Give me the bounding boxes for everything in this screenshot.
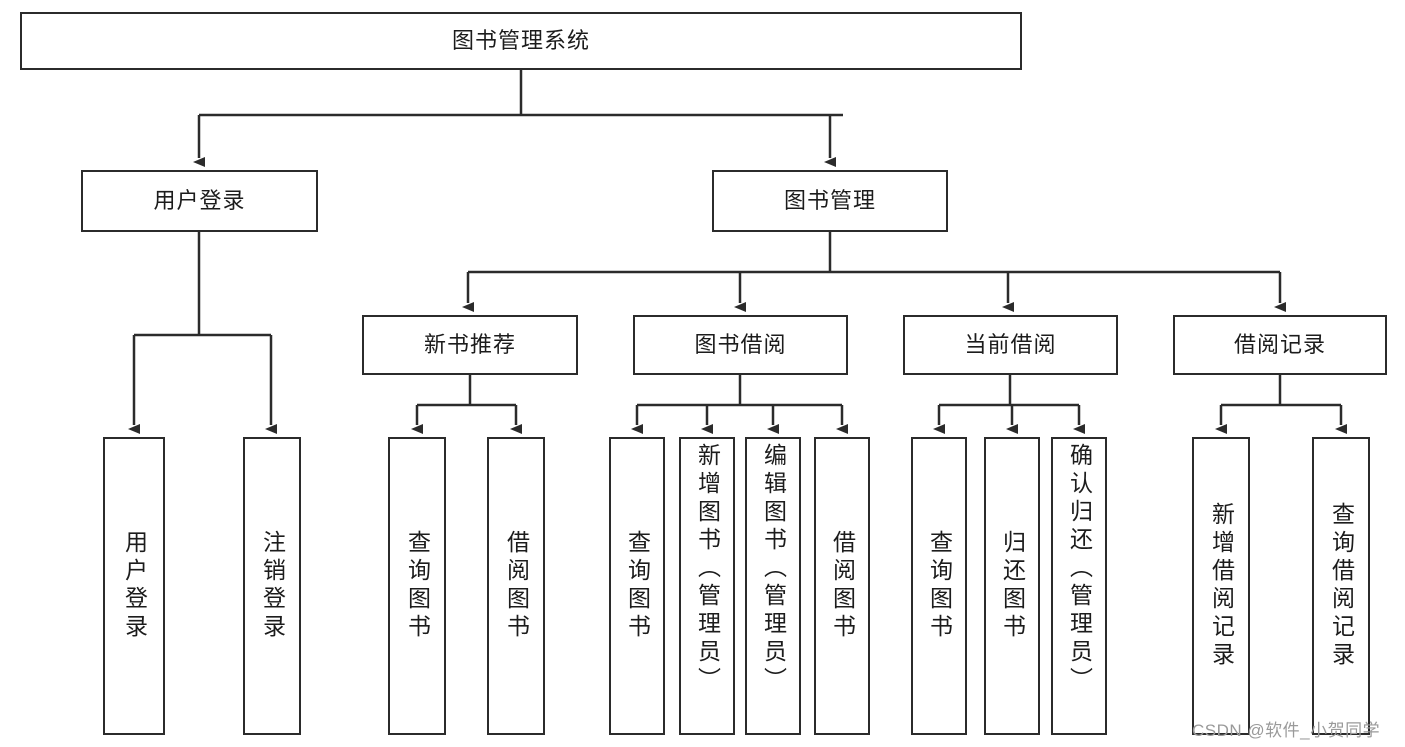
node-leaf-add-borrow-record[interactable]: 新增借阅记录 xyxy=(1192,437,1250,735)
node-label: 查询图书 xyxy=(926,530,953,642)
node-leaf-query-book-1[interactable]: 查询图书 xyxy=(388,437,446,735)
node-label: 归还图书 xyxy=(999,530,1026,642)
node-leaf-edit-book[interactable]: 编辑图书（管理员） xyxy=(745,437,801,735)
node-leaf-query-book-3[interactable]: 查询图书 xyxy=(911,437,967,735)
node-borrow-record[interactable]: 借阅记录 xyxy=(1173,315,1387,375)
node-leaf-confirm-return[interactable]: 确认归还（管理员） xyxy=(1051,437,1107,735)
node-leaf-query-book-2[interactable]: 查询图书 xyxy=(609,437,665,735)
node-leaf-user-login[interactable]: 用户登录 xyxy=(103,437,165,735)
node-label: 查询图书 xyxy=(404,530,431,642)
node-label: 图书借阅 xyxy=(694,331,787,357)
node-leaf-query-borrow-record[interactable]: 查询借阅记录 xyxy=(1312,437,1370,735)
node-label: 借阅记录 xyxy=(1233,331,1326,357)
node-current-borrow[interactable]: 当前借阅 xyxy=(903,315,1118,375)
node-new-book-recommend[interactable]: 新书推荐 xyxy=(362,315,578,375)
node-label: 用户登录 xyxy=(153,187,246,213)
node-leaf-logout[interactable]: 注销登录 xyxy=(243,437,301,735)
node-label: 图书管理 xyxy=(783,187,876,213)
node-label: 查询借阅记录 xyxy=(1328,502,1355,670)
node-label: 新书推荐 xyxy=(423,331,516,357)
node-label: 新增借阅记录 xyxy=(1208,502,1235,670)
node-book-management[interactable]: 图书管理 xyxy=(712,170,948,232)
node-label: 查询图书 xyxy=(624,530,651,642)
node-leaf-add-book[interactable]: 新增图书（管理员） xyxy=(679,437,735,735)
csdn-watermark: CSDN @软件_小贺同学 xyxy=(1192,721,1381,740)
node-book-management-system[interactable]: 图书管理系统 xyxy=(20,12,1022,70)
node-label: 编辑图书（管理员） xyxy=(760,443,787,695)
node-leaf-return-book[interactable]: 归还图书 xyxy=(984,437,1040,735)
node-label: 注销登录 xyxy=(259,530,286,642)
node-label: 借阅图书 xyxy=(503,530,530,642)
node-leaf-borrow-book-2[interactable]: 借阅图书 xyxy=(814,437,870,735)
node-label: 图书管理系统 xyxy=(451,27,590,53)
node-label: 借阅图书 xyxy=(829,530,856,642)
node-label: 当前借阅 xyxy=(964,331,1057,357)
node-book-borrow[interactable]: 图书借阅 xyxy=(633,315,848,375)
node-user-login[interactable]: 用户登录 xyxy=(81,170,318,232)
node-label: 确认归还（管理员） xyxy=(1066,443,1093,695)
node-leaf-borrow-book-1[interactable]: 借阅图书 xyxy=(487,437,545,735)
node-label: 新增图书（管理员） xyxy=(694,443,721,695)
node-label: 用户登录 xyxy=(121,530,148,642)
